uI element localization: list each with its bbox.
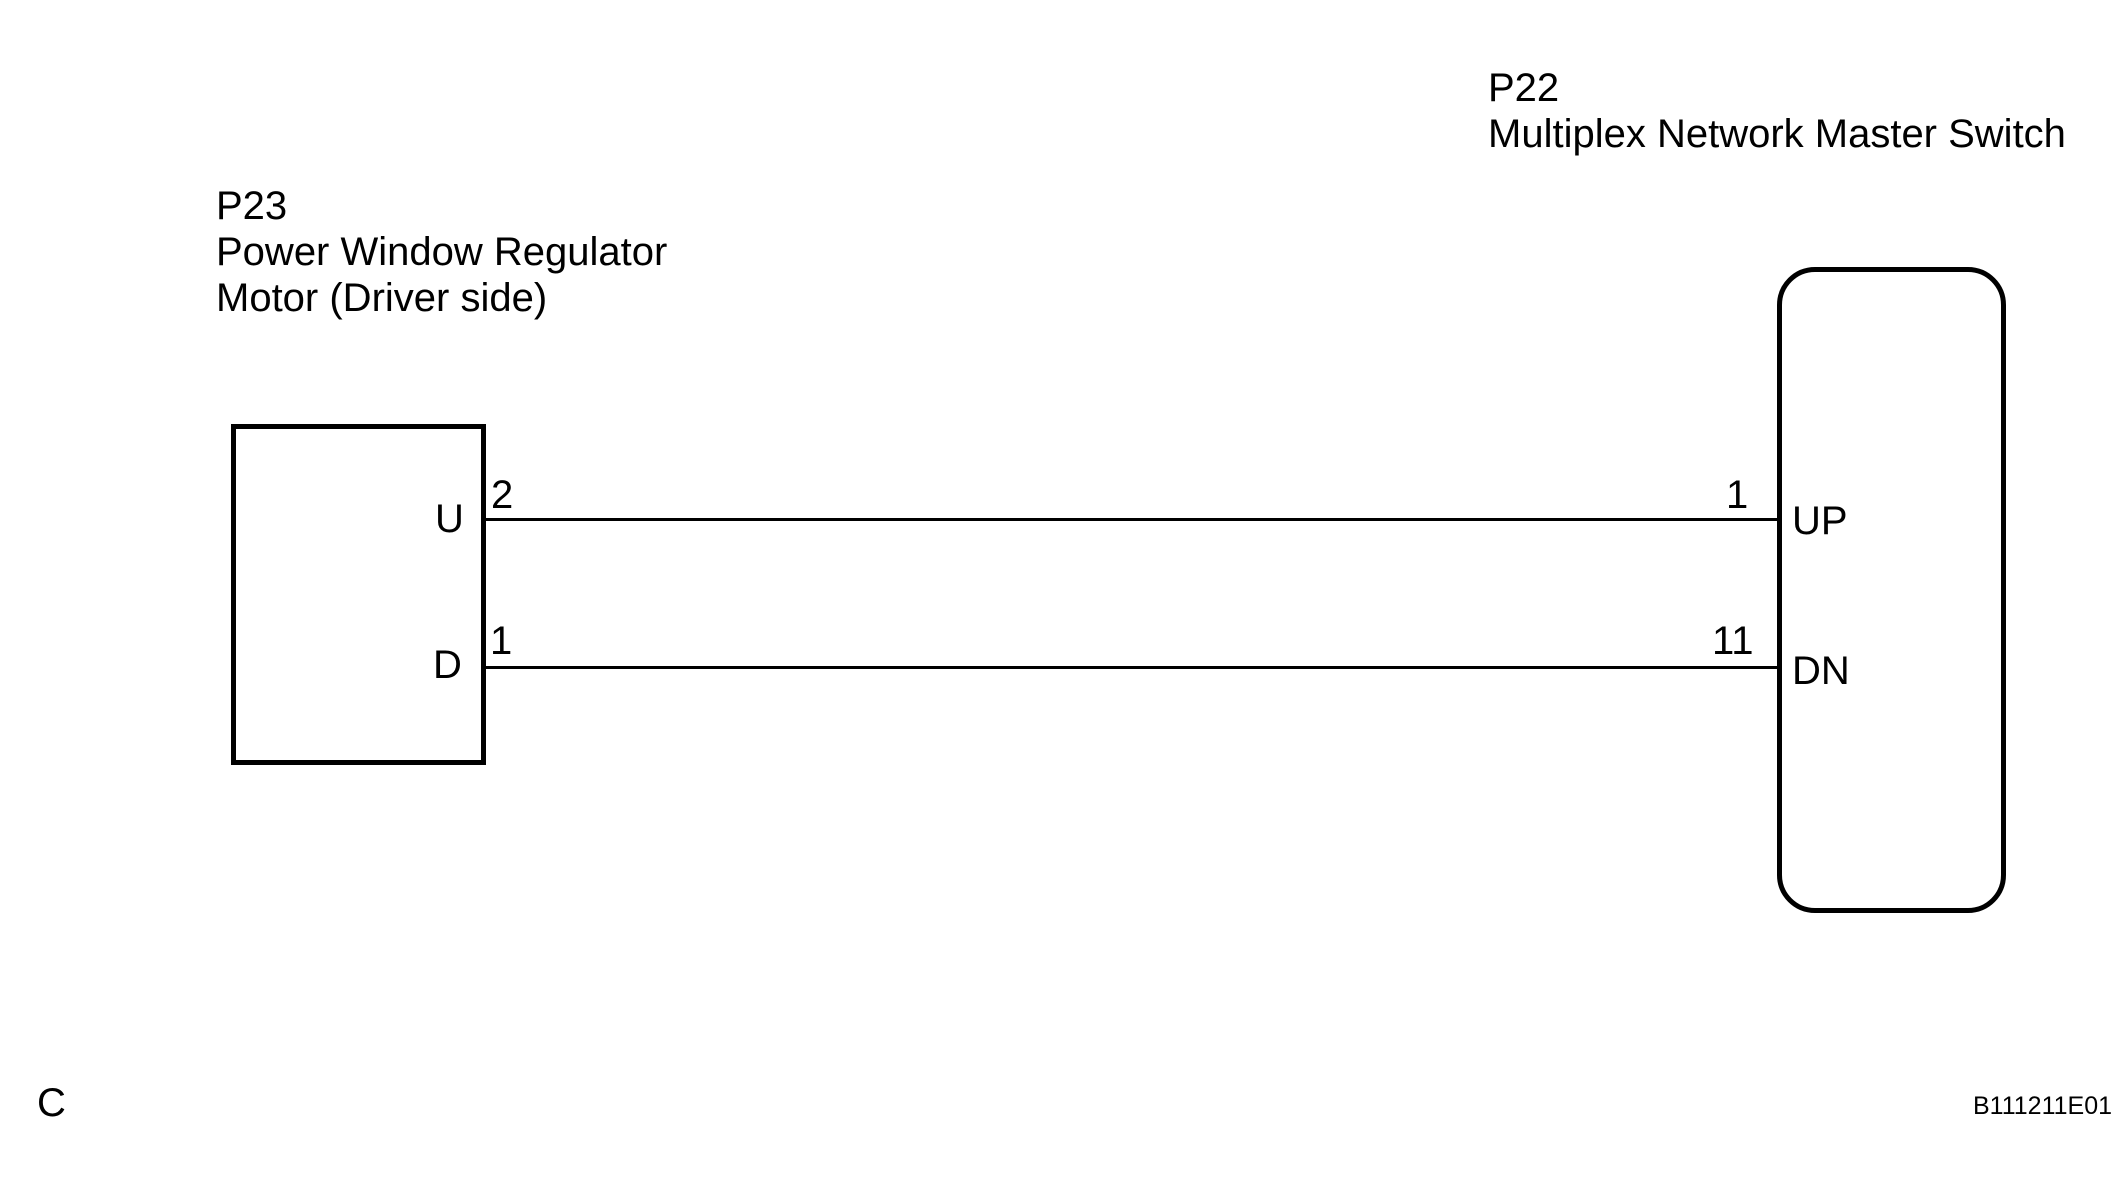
- terminal-label-dn: DN: [1792, 649, 1850, 693]
- connector-p23-body: [231, 424, 486, 765]
- connector-p22-body: [1777, 267, 2006, 913]
- terminal-label-u: U: [435, 497, 464, 541]
- figure-code-label: B111211E01: [1973, 1092, 2113, 1120]
- connector-p23-name-line2: Motor (Driver side): [216, 276, 548, 320]
- connector-p23-name-line1: Power Window Regulator: [216, 230, 668, 274]
- connector-p22-id: P22: [1488, 66, 1560, 110]
- wire-u-to-up: [486, 518, 1777, 521]
- connector-p22-name-line1: Multiplex Network Master Switch: [1488, 112, 2066, 156]
- connector-p23-id: P23: [216, 184, 288, 228]
- grid-reference-label: C: [37, 1081, 66, 1125]
- pin-number-p22-11: 11: [1712, 619, 1754, 663]
- connector-p22-label: P22 Multiplex Network Master Switch: [1488, 65, 2066, 157]
- pin-number-p22-1: 1: [1726, 473, 1749, 517]
- terminal-label-d: D: [433, 643, 462, 687]
- pin-number-p23-1: 1: [490, 619, 513, 663]
- pin-number-p23-2: 2: [491, 473, 514, 517]
- terminal-label-up: UP: [1792, 499, 1848, 543]
- connector-p23-label: P23 Power Window Regulator Motor (Driver…: [216, 183, 667, 321]
- wire-d-to-dn: [486, 666, 1777, 669]
